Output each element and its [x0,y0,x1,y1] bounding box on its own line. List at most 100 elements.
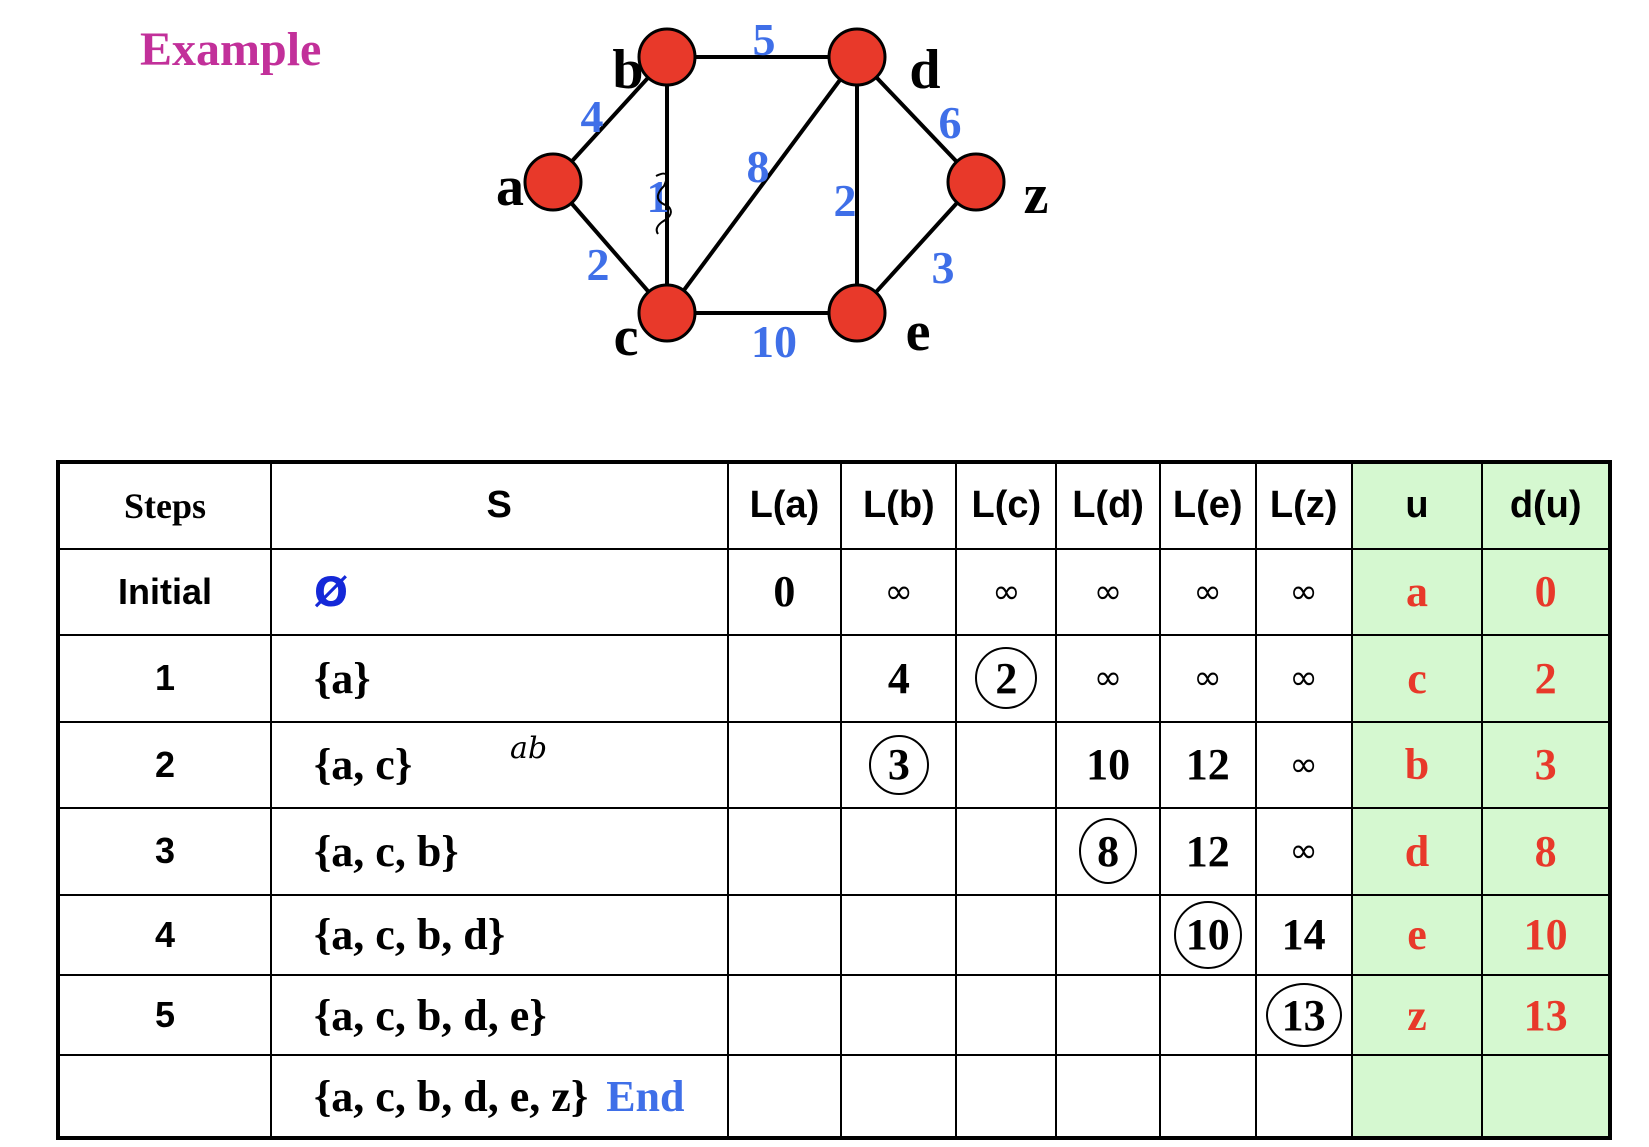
edge-weight-e-z: 3 [932,242,955,293]
cell-du [1481,1054,1611,1139]
handwritten-mark-on-edge [655,172,672,235]
cell-lc [955,893,1058,977]
header-lb: L(b) [840,461,958,550]
cell-lz [1254,1054,1353,1139]
cell-lc [955,720,1058,810]
cell-la [726,634,843,723]
cell-le-value: 10 [1185,910,1230,960]
weighted-graph-diagram: 4 2 1 5 8 10 2 6 3 a b c d e z [496,14,1048,368]
table-row: 3 {a, c, b} 8 12 ∞ d 8 [57,807,1611,896]
header-le: L(e) [1158,461,1257,550]
cell-ld-value: 8 [1097,826,1120,876]
cell-le [1158,974,1257,1057]
step-label: Initial [57,547,272,637]
cell-du: 13 [1481,974,1611,1057]
step-label: 3 [57,807,272,896]
cell-u [1350,1054,1484,1139]
header-la: L(a) [726,461,843,550]
cell-ld [1055,893,1161,977]
cell-u: d [1350,807,1484,896]
table-header-row: Steps S L(a) L(b) L(c) L(d) L(e) L(z) u … [57,461,1611,550]
cell-lb: 4 [840,634,958,723]
cell-lb-value: 3 [887,740,910,790]
example-title: Example [140,23,322,76]
node-label-z: z [1024,164,1049,226]
cell-le: ∞ [1158,634,1257,723]
step-label [57,1054,272,1139]
header-ld: L(d) [1055,461,1161,550]
node-label-d: d [909,39,940,101]
cell-lc [955,974,1058,1057]
cell-lc: 2 [955,634,1058,723]
table-row: 2 {a, c} ab 3 10 12 ∞ b 3 [57,720,1611,810]
cell-du: 8 [1481,807,1611,896]
cell-le: 12 [1158,720,1257,810]
cell-u: c [1350,634,1484,723]
cell-lb [840,807,958,896]
graph-nodes [523,27,1006,343]
table-row: 4 {a, c, b, d} 10 14 e 10 [57,893,1611,977]
step-label: 5 [57,974,272,1057]
step-label: 1 [57,634,272,723]
node-label-e: e [906,301,931,363]
cell-du: 0 [1481,547,1611,637]
cell-la [726,807,843,896]
cell-lz-value: 13 [1281,990,1326,1040]
cell-u: a [1350,547,1484,637]
cell-u: e [1350,893,1484,977]
cell-lz: ∞ [1254,807,1353,896]
set-cell: Ø [269,547,729,637]
step-label: 4 [57,893,272,977]
cell-le: 10 [1158,893,1257,977]
header-set: S [269,461,729,550]
cell-lb: ∞ [840,547,958,637]
cell-du: 3 [1481,720,1611,810]
set-cell: {a} [269,634,729,723]
cell-la: 0 [726,547,843,637]
cell-la [726,720,843,810]
edge-weight-c-e: 10 [751,316,797,367]
cell-le: ∞ [1158,547,1257,637]
header-u: u [1350,461,1484,550]
cell-la [726,893,843,977]
cell-ld: 10 [1055,720,1161,810]
set-value: {a, c, b, d, e, z} [313,1071,589,1121]
header-steps: Steps [57,461,272,550]
dijkstra-steps-table: Steps S L(a) L(b) L(c) L(d) L(e) L(z) u … [56,460,1612,1140]
cell-lb [840,1054,958,1139]
node-a [523,152,583,212]
cell-u: z [1350,974,1484,1057]
cell-lc [955,1054,1058,1139]
cell-lb [840,893,958,977]
edge-weight-d-z: 6 [939,97,962,148]
table-row: 5 {a, c, b, d, e} 13 z 13 [57,974,1611,1057]
set-cell: {a, c, b, d} [269,893,729,977]
cell-du: 10 [1481,893,1611,977]
header-lz: L(z) [1254,461,1353,550]
node-label-a: a [496,156,524,218]
end-label: End [606,1071,685,1121]
table-row: 1 {a} 4 2 ∞ ∞ ∞ c 2 [57,634,1611,723]
node-b [637,27,697,87]
node-e [827,283,887,343]
set-cell: {a, c} ab [269,720,729,810]
edge-weight-a-b: 4 [581,91,604,142]
cell-ld: ∞ [1055,547,1161,637]
set-value: {a, c} [313,740,413,790]
header-lc: L(c) [955,461,1058,550]
cell-la [726,1054,843,1139]
cell-ld [1055,974,1161,1057]
edge-weight-b-d: 5 [753,14,776,65]
cell-u: b [1350,720,1484,810]
handwritten-note: ab [509,730,548,766]
header-du: d(u) [1481,461,1611,550]
node-label-b: b [612,39,643,101]
cell-lc [955,807,1058,896]
edge-c-d [665,55,859,315]
cell-lz: ∞ [1254,720,1353,810]
node-labels: a b c d e z [496,39,1048,368]
cell-la [726,974,843,1057]
cell-le: 12 [1158,807,1257,896]
cell-lc: ∞ [955,547,1058,637]
cell-ld [1055,1054,1161,1139]
